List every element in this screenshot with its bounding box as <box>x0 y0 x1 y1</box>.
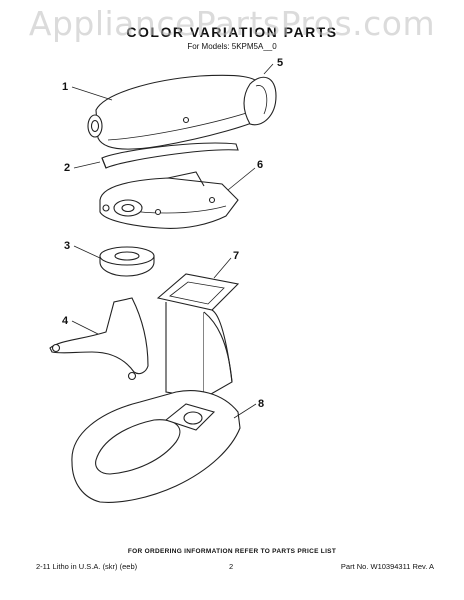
part-motor-housing <box>87 74 267 150</box>
callout-4: 4 <box>62 315 69 327</box>
part-base <box>71 390 241 503</box>
leader-lines <box>71 63 274 419</box>
callout-8: 8 <box>258 398 264 410</box>
part-number: Part No. W10394311 Rev. A <box>340 562 434 571</box>
part-pedestal <box>156 273 240 399</box>
page-number: 2 <box>229 562 234 571</box>
part-rear-cover <box>243 76 277 126</box>
callout-5: 5 <box>277 57 283 69</box>
page-subtitle: For Models: 5KPM5A__0 <box>187 42 277 51</box>
part-planetary-cover <box>99 246 155 277</box>
ordering-note: FOR ORDERING INFORMATION REFER TO PARTS … <box>127 548 337 555</box>
callout-7: 7 <box>233 250 239 262</box>
callout-3: 3 <box>64 240 70 252</box>
part-bowl-support <box>49 297 149 381</box>
page-title: COLOR VARIATION PARTS <box>126 24 338 40</box>
litho-info: 2-11 Litho in U.S.A. (skr) (eeb) <box>36 562 138 571</box>
part-band <box>101 142 239 169</box>
callout-6: 6 <box>257 159 263 171</box>
part-gear-housing <box>99 171 239 229</box>
callout-1: 1 <box>62 81 68 93</box>
callout-2: 2 <box>64 162 70 174</box>
